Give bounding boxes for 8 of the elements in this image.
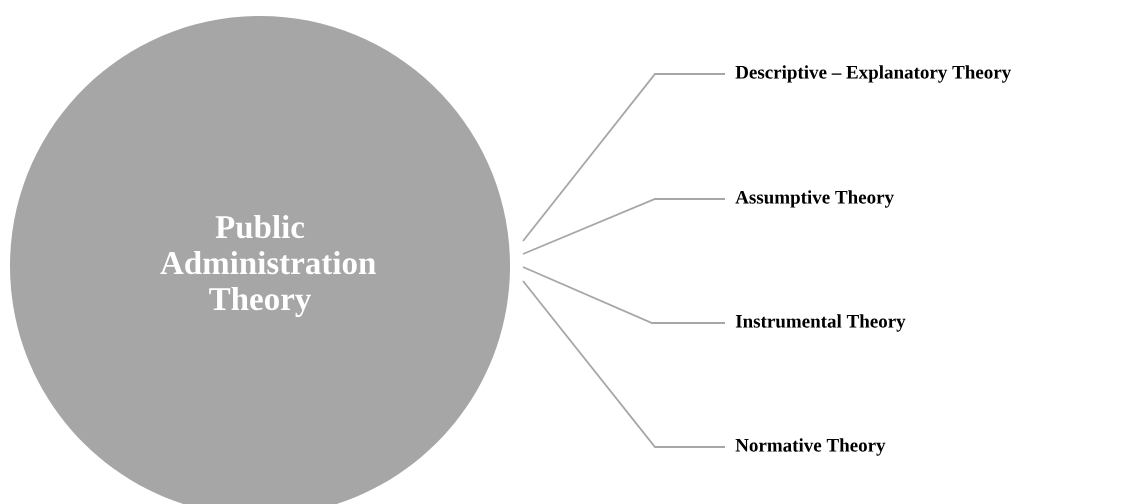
connector-line: [522, 73, 726, 242]
connector-line: [522, 198, 726, 255]
theory-label: Normative Theory: [735, 438, 886, 456]
theory-label: Assumptive Theory: [735, 190, 894, 208]
connector-line: [522, 266, 726, 324]
connector-line: [522, 280, 726, 448]
theory-label: Descriptive – Explanatory Theory: [735, 65, 1012, 83]
theory-label: Instrumental Theory: [735, 314, 906, 332]
